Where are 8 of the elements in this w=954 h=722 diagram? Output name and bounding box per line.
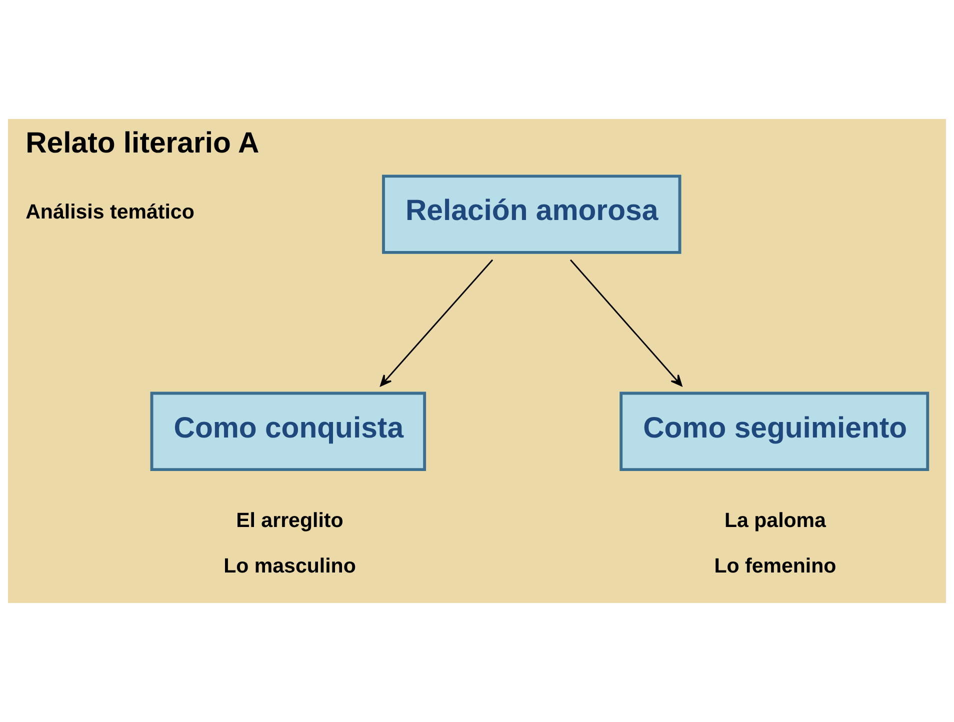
node-label: El arreglito [236,509,344,532]
diagram-title: Relato literario A [26,126,260,160]
node-label: Lo femenino [714,554,836,578]
node-label: La paloma [724,509,826,532]
node-label: Lo masculino [224,554,356,578]
arrow [570,259,682,386]
arrow [380,259,494,386]
label: Análisis temático [26,200,194,224]
